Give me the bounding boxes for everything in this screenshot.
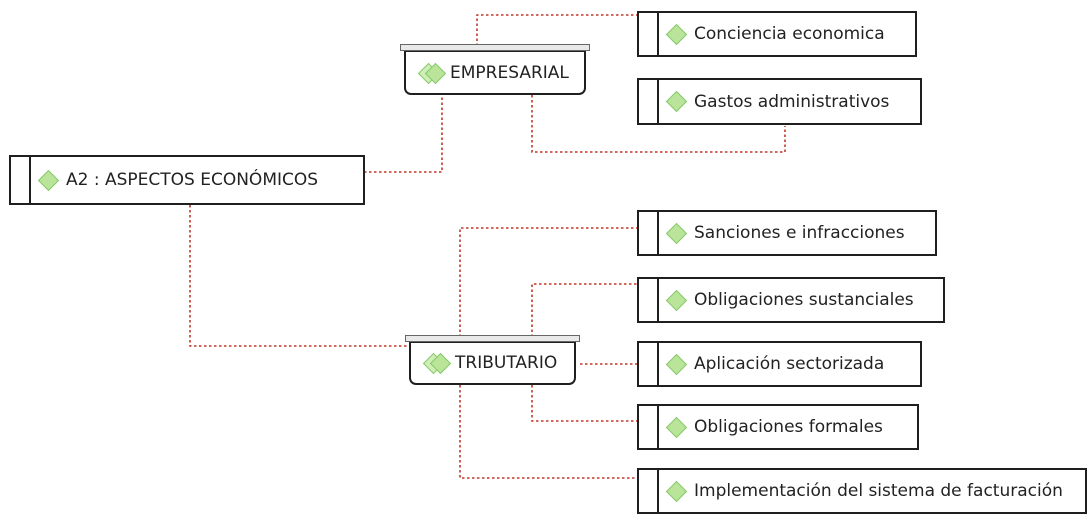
double-diamond-icon xyxy=(417,62,447,84)
diamond-icon xyxy=(665,23,688,45)
item-label: Implementación del sistema de facturació… xyxy=(694,481,1063,501)
item-label: Aplicación sectorizada xyxy=(694,354,885,374)
item-aplicacion-sectorizada[interactable]: Aplicación sectorizada xyxy=(637,341,922,387)
node-divider xyxy=(657,343,659,385)
category-tributario[interactable]: TRIBUTARIO xyxy=(405,335,580,385)
connector-root-empresarial xyxy=(364,95,443,173)
diamond-icon xyxy=(665,416,688,438)
connector-tributario-sustanciales xyxy=(531,283,637,337)
connector-tributario-formales xyxy=(531,385,637,422)
item-obligaciones-formales[interactable]: Obligaciones formales xyxy=(637,404,919,450)
connector-tributario-implementacion xyxy=(459,385,637,479)
category-header-bar xyxy=(405,335,580,342)
diamond-icon xyxy=(37,169,60,191)
diamond-icon xyxy=(665,289,688,311)
node-divider xyxy=(657,279,659,321)
diamond-icon xyxy=(665,353,688,375)
diamond-icon xyxy=(665,90,688,113)
category-label: TRIBUTARIO xyxy=(455,353,558,373)
item-gastos-administrativos[interactable]: Gastos administrativos xyxy=(637,78,922,125)
node-divider xyxy=(29,157,31,203)
diamond-icon xyxy=(665,222,688,244)
node-divider xyxy=(657,212,659,254)
item-label: Obligaciones sustanciales xyxy=(694,290,914,310)
item-obligaciones-sustanciales[interactable]: Obligaciones sustanciales xyxy=(637,277,945,323)
connector-empresarial-conciencia xyxy=(476,14,637,46)
diamond-icon xyxy=(665,480,688,502)
root-node[interactable]: A2 : ASPECTOS ECONÓMICOS xyxy=(9,155,365,205)
category-label: EMPRESARIAL xyxy=(450,62,569,83)
item-implementacion-facturacion[interactable]: Implementación del sistema de facturació… xyxy=(637,468,1087,514)
item-label: Obligaciones formales xyxy=(694,417,883,437)
node-divider xyxy=(657,470,659,512)
connector-tributario-sanciones xyxy=(459,227,637,337)
root-label: A2 : ASPECTOS ECONÓMICOS xyxy=(66,170,319,190)
item-label: Sanciones e infracciones xyxy=(694,223,905,243)
category-empresarial[interactable]: EMPRESARIAL xyxy=(400,44,590,95)
item-label: Conciencia economica xyxy=(694,24,885,44)
double-diamond-icon xyxy=(422,352,452,375)
node-divider xyxy=(657,406,659,448)
node-divider xyxy=(657,80,659,123)
node-divider xyxy=(657,13,659,55)
item-sanciones-infracciones[interactable]: Sanciones e infracciones xyxy=(637,210,937,256)
item-label: Gastos administrativos xyxy=(694,91,890,112)
connector-root-tributario xyxy=(189,205,408,347)
category-header-bar xyxy=(400,44,590,51)
item-conciencia-economica[interactable]: Conciencia economica xyxy=(637,11,917,57)
